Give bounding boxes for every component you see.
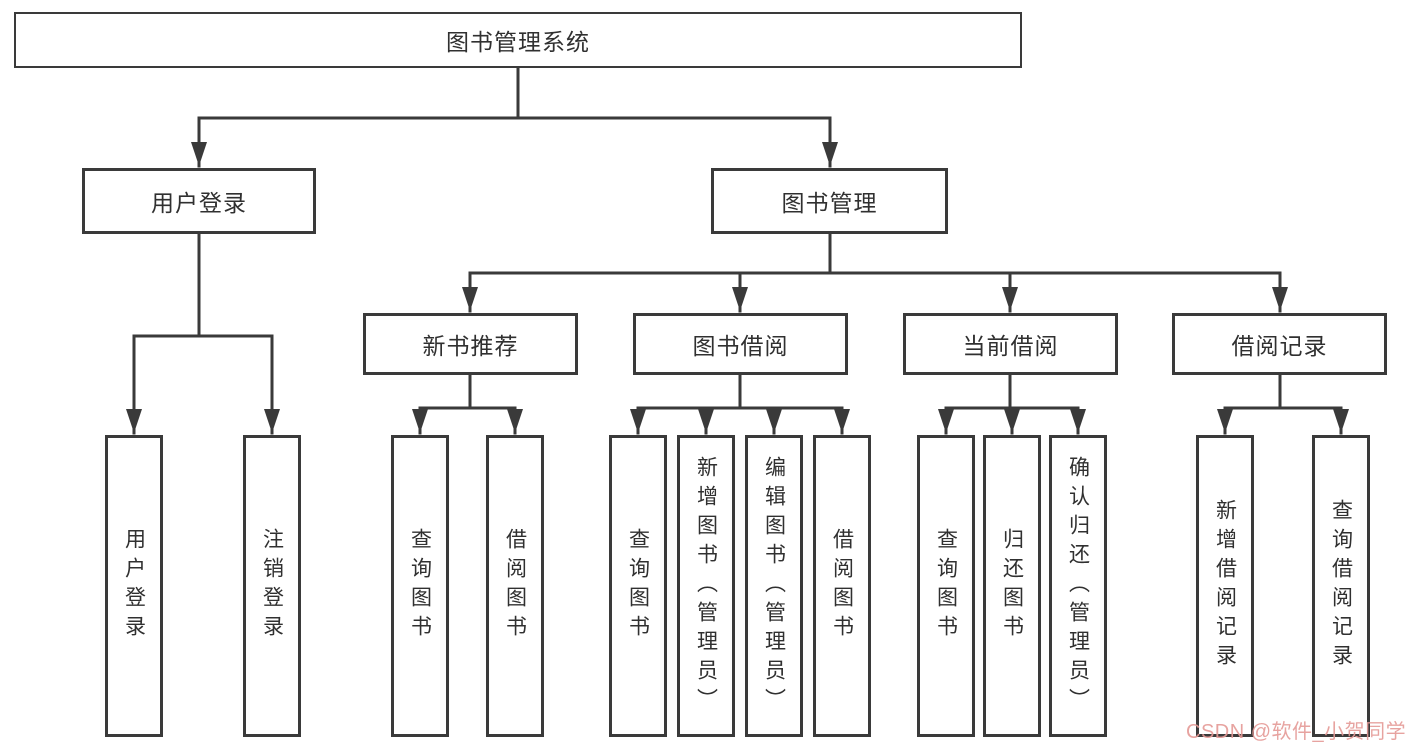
leaf-query-borrow-record-label: 查询借阅记录 (1329, 499, 1353, 673)
node-current-borrowing-label: 当前借阅 (962, 333, 1059, 359)
leaf-user-login: 用户登录 (105, 435, 163, 737)
leaf-user-login-label: 用户登录 (122, 528, 146, 644)
node-borrow-records-label: 借阅记录 (1231, 333, 1328, 359)
leaf-borrow-books-1: 借阅图书 (486, 435, 544, 737)
leaf-add-borrow-record-label: 新增借阅记录 (1213, 499, 1237, 673)
node-current-borrowing: 当前借阅 (903, 313, 1118, 375)
leaf-borrow-books-2: 借阅图书 (813, 435, 871, 737)
node-book-borrowing-label: 图书借阅 (692, 333, 789, 359)
node-new-book-recommendation-label: 新书推荐 (422, 333, 519, 359)
leaf-query-books-3: 查询图书 (917, 435, 975, 737)
csdn-watermark: CSDN @软件_小贺同学 (1186, 721, 1405, 743)
leaf-return-books: 归还图书 (983, 435, 1041, 737)
leaf-query-books-1: 查询图书 (391, 435, 449, 737)
node-root-system: 图书管理系统 (14, 12, 1022, 68)
leaf-query-books-2: 查询图书 (609, 435, 667, 737)
leaf-add-books-admin: 新增图书（管理员） (677, 435, 735, 737)
leaf-confirm-return-admin-label: 确认归还（管理员） (1066, 455, 1090, 717)
leaf-add-borrow-record: 新增借阅记录 (1196, 435, 1254, 737)
leaf-add-books-admin-label: 新增图书（管理员） (694, 455, 718, 717)
node-user-login-branch-label: 用户登录 (151, 190, 247, 216)
leaf-confirm-return-admin: 确认归还（管理员） (1049, 435, 1107, 737)
node-user-login-branch: 用户登录 (82, 168, 316, 234)
node-new-book-recommendation: 新书推荐 (363, 313, 578, 375)
leaf-logout-label: 注销登录 (260, 528, 284, 644)
leaf-edit-books-admin-label: 编辑图书（管理员） (762, 455, 786, 717)
leaf-query-borrow-record: 查询借阅记录 (1312, 435, 1370, 737)
node-borrow-records: 借阅记录 (1172, 313, 1387, 375)
leaf-query-books-3-label: 查询图书 (934, 528, 958, 644)
leaf-borrow-books-2-label: 借阅图书 (830, 528, 854, 644)
leaf-query-books-1-label: 查询图书 (408, 528, 432, 644)
node-book-management-label: 图书管理 (781, 190, 878, 216)
leaf-borrow-books-1-label: 借阅图书 (503, 528, 527, 644)
node-book-borrowing: 图书借阅 (633, 313, 848, 375)
leaf-return-books-label: 归还图书 (1000, 528, 1024, 644)
node-book-management: 图书管理 (711, 168, 948, 234)
leaf-query-books-2-label: 查询图书 (626, 528, 650, 644)
leaf-edit-books-admin: 编辑图书（管理员） (745, 435, 803, 737)
node-root-system-label: 图书管理系统 (446, 29, 590, 55)
leaf-logout: 注销登录 (243, 435, 301, 737)
